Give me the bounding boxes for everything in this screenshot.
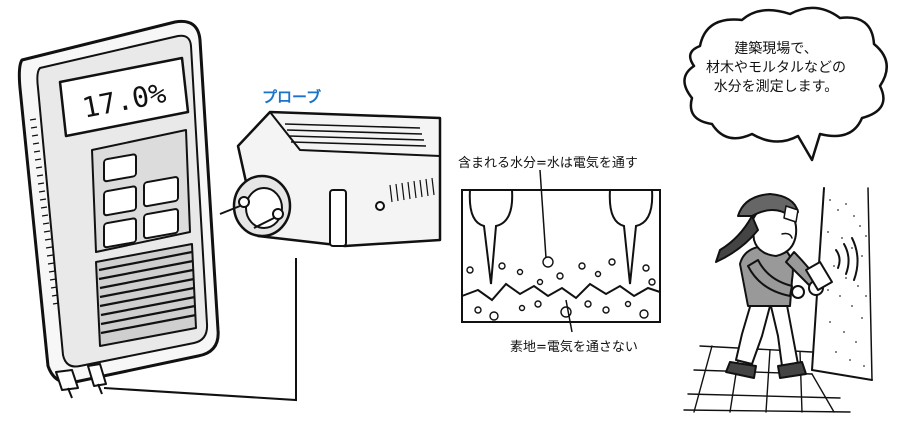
lcd-display [58,56,190,138]
speech-bubble-text: 建築現場で、 材木やモルタルなどの 水分を測定します。 [690,40,862,97]
probe [219,110,442,248]
key-button[interactable] [143,176,179,208]
key-button[interactable] [103,185,137,217]
base-insulates-label: 素地=電気を通さない [510,340,638,355]
probe-label: プローブ [262,88,322,106]
worker-scene [683,187,873,413]
moisture-meter [17,19,220,399]
speech-line: 水分を測定します。 [713,79,839,95]
key-button[interactable] [143,208,179,240]
water-conducts-label: 含まれる水分=水は電気を通す [458,156,638,171]
key-button[interactable] [103,217,137,249]
speech-bubble [683,6,888,162]
cross-section-diagram [461,169,661,333]
key-button[interactable] [103,153,137,183]
speech-line: 材木やモルタルなどの [706,60,846,76]
speech-line: 建築現場で、 [734,41,818,57]
cable [103,258,297,402]
